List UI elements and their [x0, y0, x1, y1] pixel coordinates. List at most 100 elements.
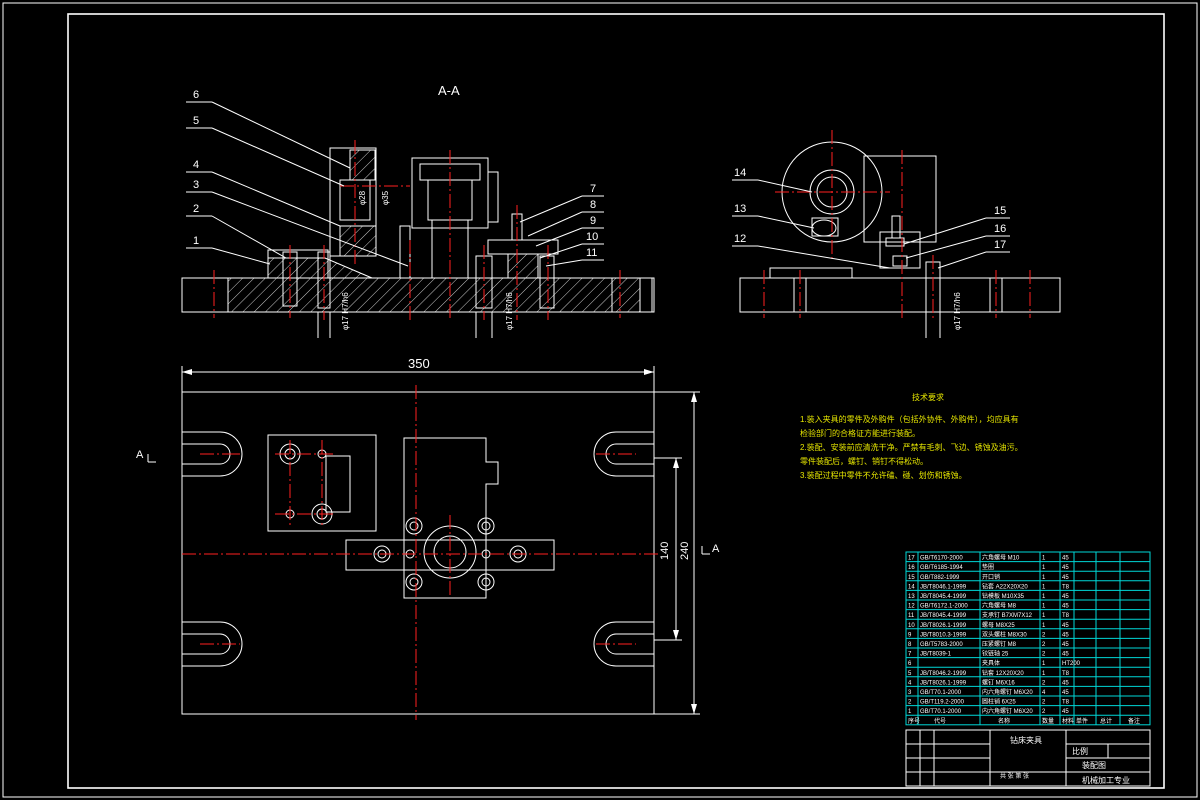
- bom-cell-mat: 45: [1062, 680, 1069, 686]
- svg-text:检验部门的合格证方能进行装配。: 检验部门的合格证方能进行装配。: [800, 428, 920, 438]
- svg-text:4: 4: [193, 159, 199, 171]
- bom-cell-qty: 2: [1042, 632, 1046, 638]
- bom-cell-name: 开口销: [982, 573, 1000, 581]
- bore-annotation-2: φ35: [381, 190, 390, 205]
- svg-text:8: 8: [590, 199, 596, 211]
- bom-cell-no: 5: [908, 671, 912, 677]
- bom-cell-code: GB/T6185-1994: [920, 565, 963, 571]
- svg-text:14: 14: [734, 167, 746, 179]
- svg-text:共 张 第 张: 共 张 第 张: [1000, 772, 1029, 780]
- technical-requirements: 技术要求 1.装入夹具的零件及外购件（包括外协件、外购件），均应具有 检验部门的…: [800, 392, 1023, 480]
- svg-text:技术要求: 技术要求: [912, 392, 944, 402]
- svg-text:比例: 比例: [1072, 746, 1088, 756]
- bom-cell-name: 钻模板 M10X35: [982, 592, 1025, 600]
- bom-cell-name: 支承钉 B7XM7X12: [982, 611, 1033, 619]
- bom-cell-name: 六角螺母 M10: [982, 554, 1020, 562]
- leaders-right: 7 8 9 10 11: [519, 183, 604, 267]
- svg-text:2: 2: [193, 203, 199, 215]
- bom-cell-no: 3: [908, 690, 912, 696]
- bom-cell-code: GB/T6170-2000: [920, 556, 963, 562]
- bom-cell-mat: 45: [1062, 575, 1069, 581]
- dim-depth-inner: 140: [659, 542, 671, 560]
- leaders-side: 14 13 12 15 16 17: [732, 167, 1010, 269]
- bom-header-cell: 单件: [1076, 717, 1088, 725]
- bom-cell-name: 六角螺母 M8: [982, 602, 1017, 610]
- bom-cell-qty: 1: [1042, 613, 1046, 619]
- svg-text:11: 11: [586, 247, 597, 259]
- bom-cell-code: JB/T8039-1: [920, 652, 952, 658]
- dim-depth-outer: 240: [679, 542, 691, 560]
- bom-cell-name: 夹具体: [982, 659, 1000, 667]
- svg-text:17: 17: [994, 239, 1006, 251]
- bom-header-cell: 数量: [1042, 717, 1054, 725]
- fit-annotation-3: φ17 H7/h6: [953, 292, 962, 330]
- svg-text:3: 3: [193, 179, 199, 191]
- top-view: 350 140 240 A A: [136, 356, 720, 720]
- bom-cell-code: GB/T70.1-2000: [920, 690, 962, 696]
- bom-cell-code: GB/T882-1999: [920, 575, 960, 581]
- bom-cell-name: 内六角螺钉 M6X20: [982, 688, 1033, 696]
- bom-header-cell: 名称: [998, 717, 1010, 725]
- bom-cell-mat: 45: [1062, 632, 1069, 638]
- bom-cell-mat: 45: [1062, 709, 1069, 715]
- svg-text:13: 13: [734, 203, 746, 215]
- svg-text:12: 12: [734, 233, 746, 245]
- svg-text:16: 16: [994, 223, 1006, 235]
- bom-cell-qty: 2: [1042, 680, 1046, 686]
- svg-text:15: 15: [994, 205, 1006, 217]
- bom-cell-code: JB/T8046.1-1999: [920, 584, 967, 590]
- bom-cell-mat: 45: [1062, 556, 1069, 562]
- bom-cell-code: JB/T8045.4-1999: [920, 613, 967, 619]
- bom-cell-no: 9: [908, 632, 912, 638]
- section-arrow-right: A: [712, 543, 720, 555]
- bom-cell-qty: 1: [1042, 575, 1046, 581]
- bom-cell-name: 螺母 M8X25: [982, 621, 1015, 629]
- bom-cell-qty: 2: [1042, 652, 1046, 658]
- bom-cell-no: 13: [908, 594, 915, 600]
- bom-cell-mat: 45: [1062, 604, 1069, 610]
- bom-cell-no: 7: [908, 652, 912, 658]
- bom-cell-code: GB/T5783-2000: [920, 642, 963, 648]
- fit-annotation-1: φ17 H7/h6: [341, 292, 350, 330]
- bom-cell-no: 16: [908, 565, 915, 571]
- bom-cell-mat: T8: [1062, 700, 1070, 706]
- bom-cell-code: JB/T8046.2-1999: [920, 671, 967, 677]
- bom-cell-qty: 1: [1042, 604, 1046, 610]
- drawing-frame: [67, 13, 1165, 789]
- bom-cell-name: 垫圈: [982, 563, 994, 571]
- bom-cell-code: GB/T70.1-2000: [920, 709, 962, 715]
- bom-cell-mat: 45: [1062, 652, 1069, 658]
- svg-text:机械加工专业: 机械加工专业: [1082, 775, 1130, 785]
- svg-text:9: 9: [590, 215, 596, 227]
- bom-cell-no: 2: [908, 700, 912, 706]
- bom-cell-qty: 1: [1042, 565, 1046, 571]
- bom-cell-qty: 1: [1042, 671, 1046, 677]
- svg-text:5: 5: [193, 115, 199, 127]
- bom-cell-no: 11: [908, 613, 915, 619]
- dim-width: 350: [408, 356, 430, 371]
- bom-cell-mat: T8: [1062, 671, 1070, 677]
- bom-header-cell: 备注: [1128, 717, 1140, 725]
- bom-cell-mat: HT200: [1062, 661, 1081, 667]
- bom-cell-name: 圆柱销 6X25: [982, 698, 1016, 706]
- bom-cell-code: JB/T8045.4-1999: [920, 594, 967, 600]
- bom-cell-qty: 1: [1042, 661, 1046, 667]
- bom-cell-qty: 1: [1042, 623, 1046, 629]
- leaders-left: 6 5 4 3 2 1: [186, 89, 409, 267]
- bom-cell-mat: 45: [1062, 623, 1069, 629]
- bom-cell-no: 10: [908, 623, 915, 629]
- bom-cell-no: 6: [908, 661, 912, 667]
- svg-text:1: 1: [193, 235, 199, 247]
- bom-cell-qty: 2: [1042, 700, 1046, 706]
- bom-cell-mat: 45: [1062, 565, 1069, 571]
- bom-cell-code: JB/T8026.1-1999: [920, 623, 967, 629]
- title-block: 共 张 第 张 钻床夹具 比例 装配图 机械加工专业: [905, 729, 1151, 787]
- svg-text:钻床夹具: 钻床夹具: [1010, 735, 1042, 745]
- bom-cell-qty: 1: [1042, 556, 1046, 562]
- bom-cell-name: 钻套 A22X20X20: [982, 582, 1028, 590]
- side-view: φ17 H7/h6 14 13 12 15 16 17: [732, 130, 1061, 338]
- bom-cell-name: 铰链轴 25: [982, 650, 1009, 658]
- bom-cell-qty: 4: [1042, 690, 1046, 696]
